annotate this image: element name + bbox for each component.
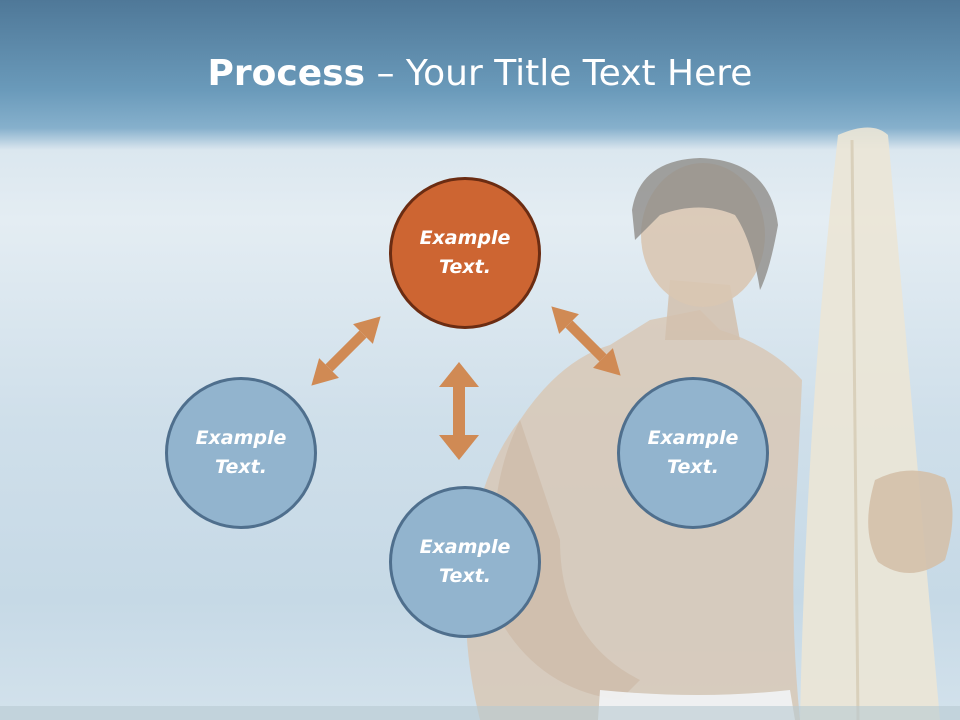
arrow-center-vertical <box>439 362 479 460</box>
slide-title: Process – Your Title Text Here <box>0 48 960 100</box>
title-bold: Process <box>207 53 366 94</box>
title-rest: – Your Title Text Here <box>365 53 753 94</box>
arrow-top-right <box>551 306 621 376</box>
arrow-top-left <box>311 316 381 386</box>
person-hair <box>632 158 778 290</box>
